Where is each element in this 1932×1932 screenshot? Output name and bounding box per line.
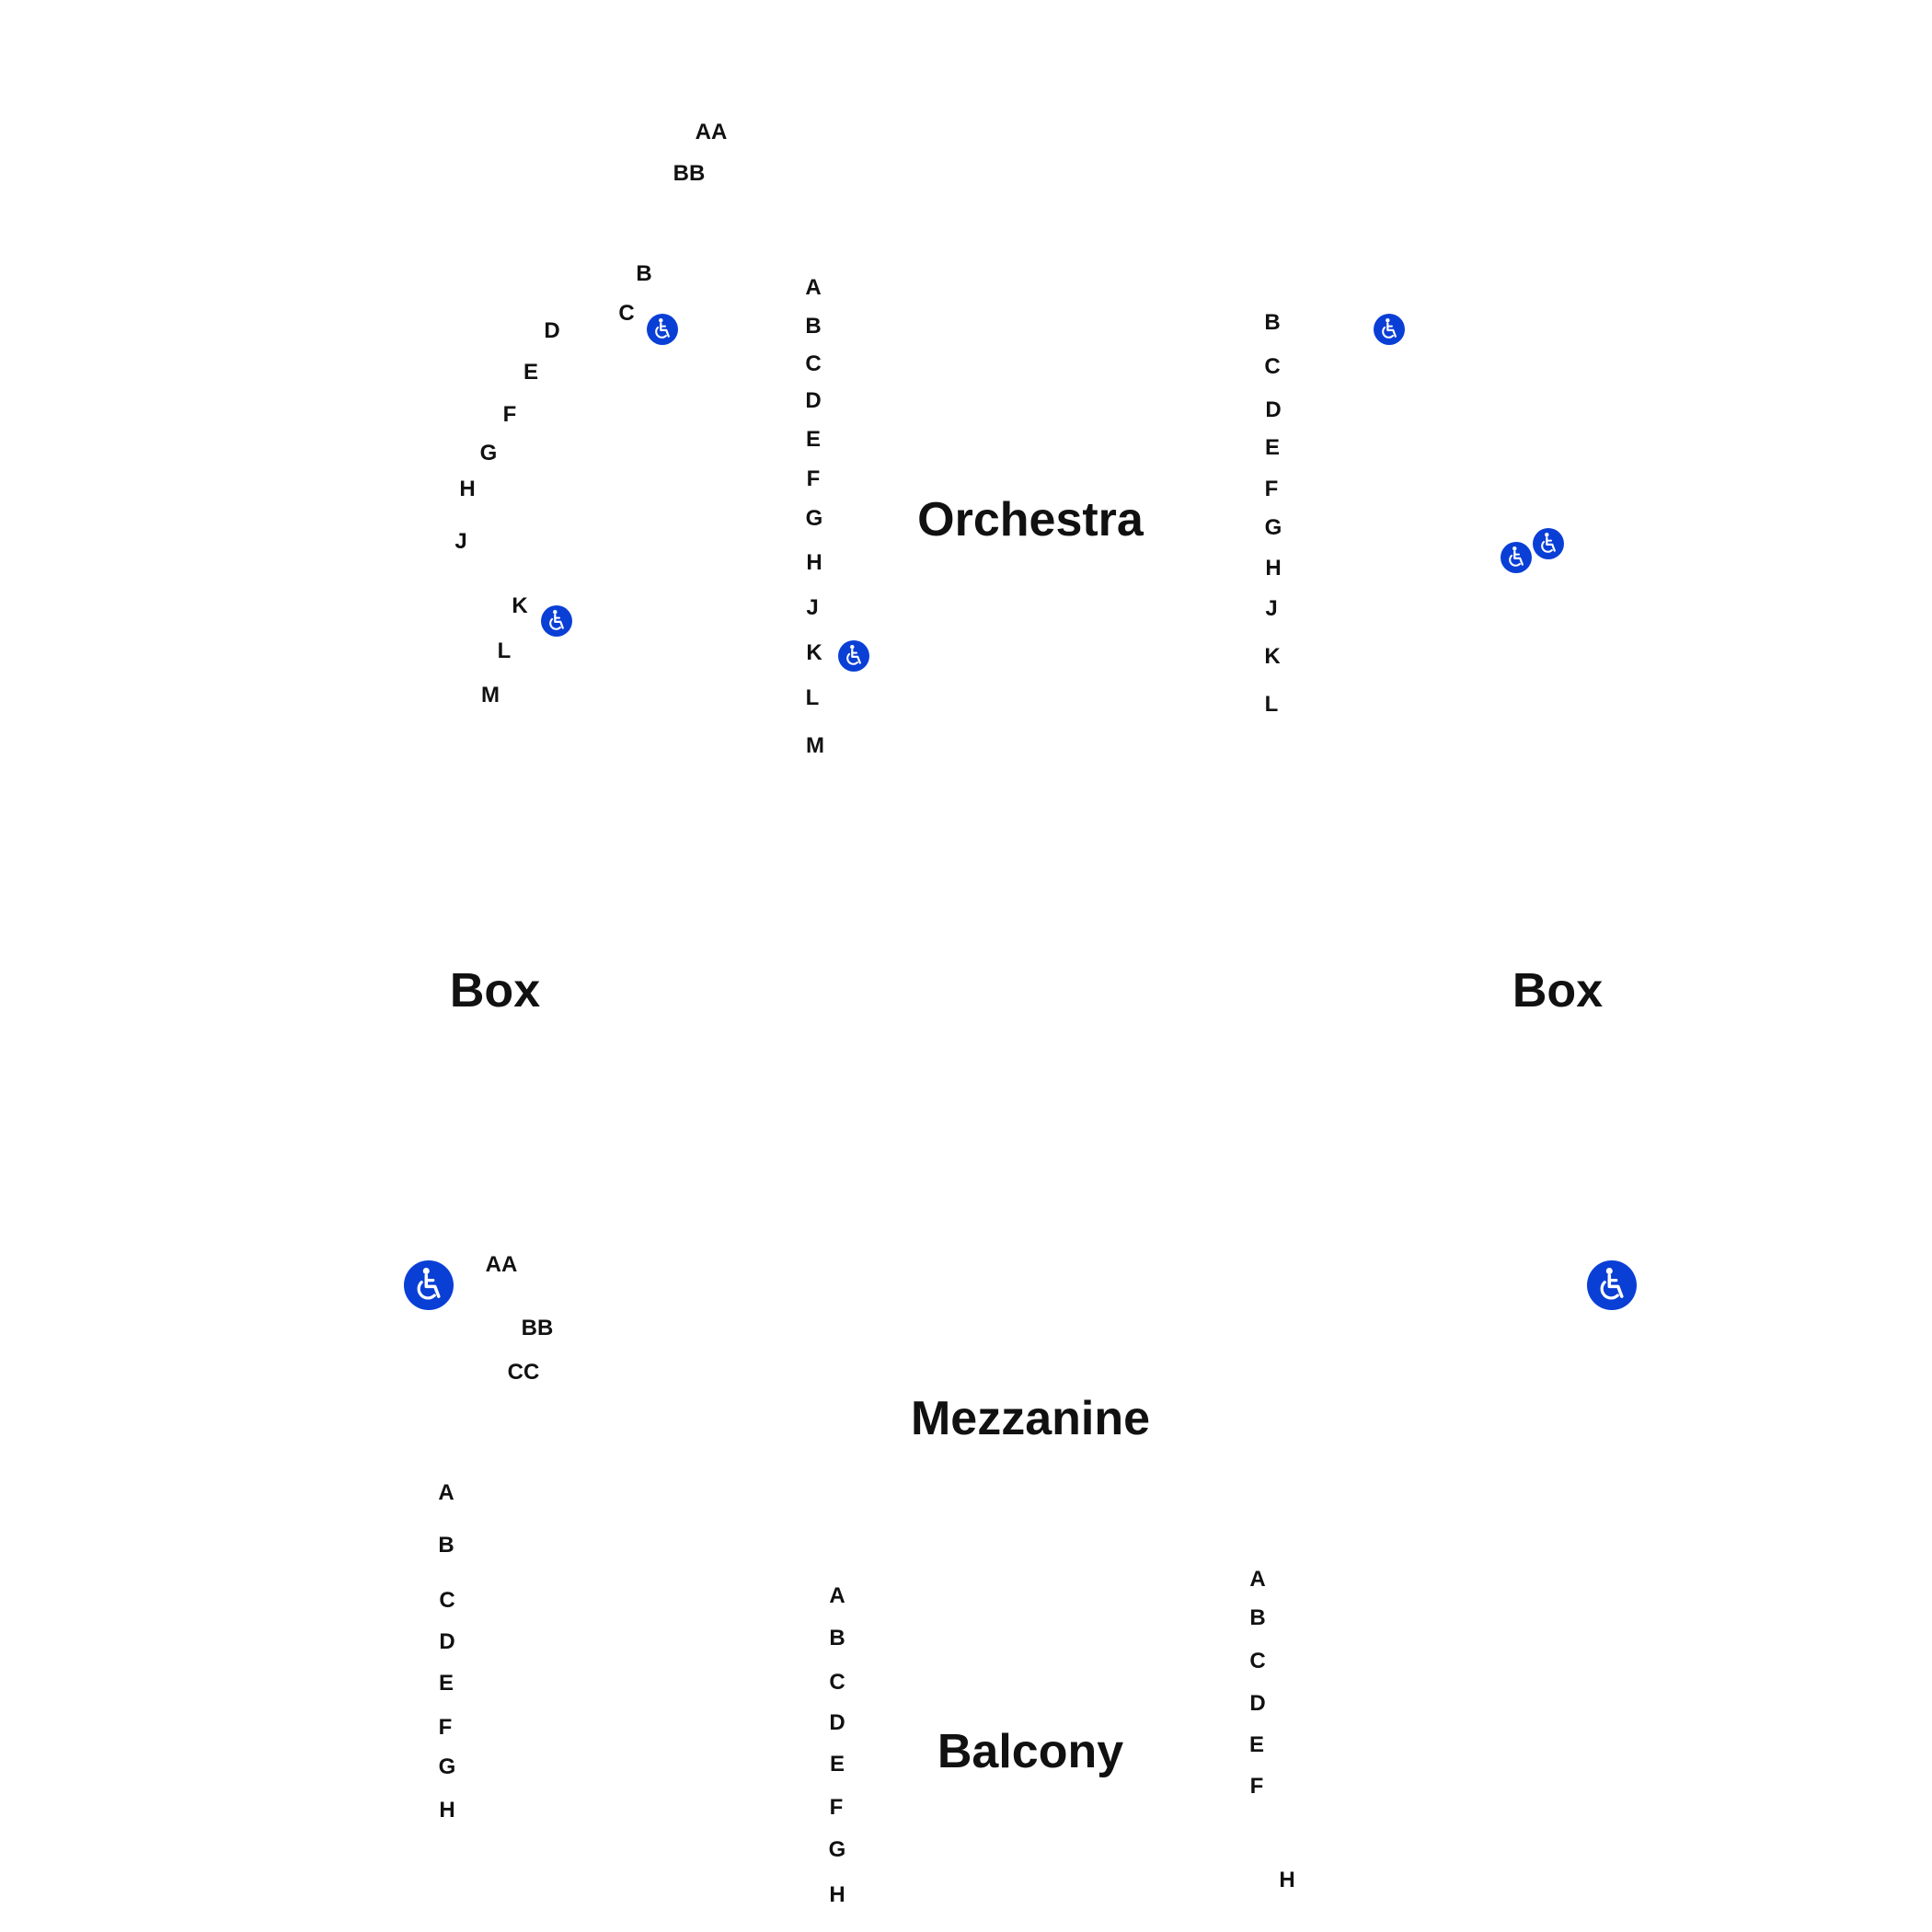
- section-mezzanine[interactable]: Mezzanine: [910, 1392, 1151, 1445]
- row-label[interactable]: A: [438, 1480, 454, 1505]
- row-label[interactable]: F: [438, 1715, 453, 1740]
- row-label[interactable]: BB: [521, 1316, 554, 1340]
- wheelchair-icon[interactable]: [838, 640, 869, 672]
- row-label[interactable]: D: [805, 388, 822, 413]
- row-label[interactable]: H: [806, 550, 822, 575]
- section-box-left[interactable]: Box: [449, 964, 541, 1018]
- row-label[interactable]: E: [1248, 1732, 1265, 1757]
- row-label[interactable]: E: [805, 427, 822, 452]
- row-label[interactable]: H: [829, 1882, 845, 1907]
- row-label[interactable]: B: [636, 261, 652, 286]
- row-label[interactable]: B: [438, 1533, 454, 1558]
- row-label[interactable]: H: [1265, 556, 1282, 581]
- row-label[interactable]: A: [805, 275, 822, 300]
- row-label[interactable]: C: [829, 1670, 845, 1695]
- row-label[interactable]: C: [618, 301, 635, 326]
- section-box-right[interactable]: Box: [1512, 964, 1604, 1018]
- row-label[interactable]: B: [1264, 310, 1281, 335]
- row-label[interactable]: B: [1249, 1605, 1266, 1630]
- row-label[interactable]: H: [459, 477, 476, 501]
- row-label[interactable]: G: [438, 1754, 456, 1779]
- row-label[interactable]: C: [439, 1588, 455, 1613]
- row-label[interactable]: F: [1249, 1774, 1264, 1799]
- row-label[interactable]: C: [805, 351, 822, 376]
- row-label[interactable]: G: [828, 1837, 846, 1862]
- row-label[interactable]: G: [479, 441, 498, 466]
- row-label[interactable]: K: [1264, 644, 1281, 669]
- row-label[interactable]: D: [544, 318, 560, 343]
- row-label[interactable]: AA: [695, 120, 728, 144]
- row-label[interactable]: D: [439, 1629, 455, 1654]
- row-label[interactable]: E: [438, 1671, 454, 1696]
- row-label[interactable]: K: [512, 593, 528, 618]
- row-label[interactable]: K: [806, 640, 822, 665]
- row-label[interactable]: E: [1264, 435, 1281, 460]
- section-balcony[interactable]: Balcony: [937, 1725, 1124, 1778]
- row-label[interactable]: D: [829, 1710, 845, 1735]
- row-label[interactable]: BB: [673, 161, 706, 186]
- row-label[interactable]: H: [439, 1798, 455, 1823]
- row-label[interactable]: C: [1264, 354, 1281, 379]
- row-label[interactable]: M: [806, 733, 824, 758]
- row-label[interactable]: C: [1249, 1649, 1266, 1673]
- wheelchair-icon[interactable]: [647, 314, 678, 345]
- row-label[interactable]: A: [1249, 1567, 1266, 1592]
- row-label[interactable]: J: [454, 529, 467, 554]
- row-label[interactable]: D: [1265, 397, 1282, 422]
- row-label[interactable]: B: [829, 1626, 845, 1650]
- row-label[interactable]: E: [523, 360, 539, 385]
- row-label[interactable]: J: [1265, 596, 1278, 621]
- wheelchair-icon[interactable]: [541, 605, 572, 637]
- row-label[interactable]: D: [1249, 1691, 1266, 1716]
- row-label[interactable]: G: [805, 506, 823, 531]
- row-label[interactable]: L: [497, 638, 512, 663]
- row-label[interactable]: J: [806, 595, 819, 620]
- wheelchair-icon[interactable]: [1374, 314, 1405, 345]
- row-label[interactable]: AA: [485, 1252, 518, 1277]
- row-label[interactable]: L: [805, 685, 820, 710]
- row-label[interactable]: M: [481, 683, 500, 707]
- row-label[interactable]: F: [829, 1795, 844, 1820]
- row-label[interactable]: F: [1264, 477, 1279, 501]
- row-label[interactable]: B: [805, 314, 822, 339]
- wheelchair-icon[interactable]: [1587, 1260, 1637, 1310]
- row-label[interactable]: L: [1264, 692, 1279, 717]
- row-label[interactable]: H: [1279, 1868, 1295, 1892]
- row-label[interactable]: F: [502, 402, 517, 427]
- wheelchair-icon[interactable]: [404, 1260, 454, 1310]
- row-label[interactable]: A: [829, 1583, 845, 1608]
- section-orchestra[interactable]: Orchestra: [917, 493, 1144, 546]
- row-label[interactable]: G: [1264, 515, 1282, 540]
- wheelchair-icon[interactable]: [1533, 528, 1564, 559]
- row-label[interactable]: E: [829, 1752, 845, 1777]
- row-label[interactable]: F: [806, 466, 821, 491]
- wheelchair-icon[interactable]: [1501, 542, 1532, 573]
- row-label[interactable]: CC: [507, 1360, 540, 1385]
